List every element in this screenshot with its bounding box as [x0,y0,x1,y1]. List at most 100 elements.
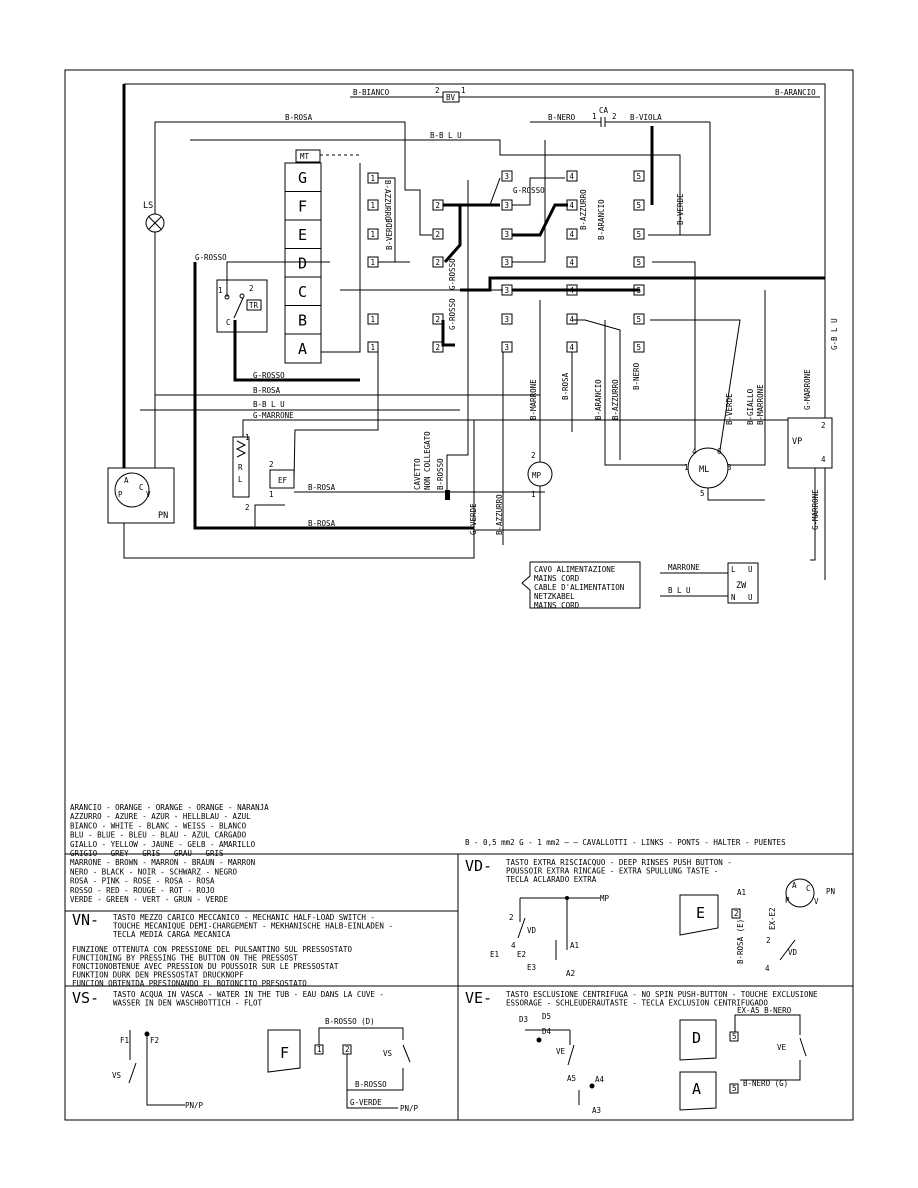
svg-text:VS: VS [112,1071,122,1080]
ve-section [457,985,854,1121]
wire-label-b-rosa-4: B-ROSA [308,519,336,528]
svg-text:E: E [696,904,705,922]
vn-code: VN- [72,911,99,929]
vp-label: VP [792,437,802,447]
svg-text:3: 3 [505,258,510,267]
svg-text:F2: F2 [150,1036,159,1045]
vs-code: VS- [72,989,99,1007]
terminal-2 [432,313,444,325]
svg-text:2: 2 [509,913,514,922]
wire-label-non-collegato: NON COLLEGATO [423,431,432,490]
terminal-3 [501,341,513,353]
wire-label-g-rosso-5: G-ROSSO [253,371,285,380]
svg-text:2: 2 [436,230,441,239]
svg-text:P: P [118,490,123,499]
svg-text:3: 3 [727,463,732,472]
vs-description: TASTO ACQUA IN VASCA - WATER IN THE TUB … [113,990,384,1008]
wire-label-b-nero: B-NERO [548,113,576,122]
svg-text:4: 4 [570,201,575,210]
svg-text:C: C [806,884,811,893]
zw-label: ZW [736,581,747,591]
svg-text:2: 2 [269,460,274,469]
terminal-1 [367,228,379,240]
svg-text:4: 4 [765,964,770,973]
svg-text:1: 1 [371,230,376,239]
terminal-4 [566,313,578,325]
svg-text:1: 1 [245,433,250,442]
svg-text:4: 4 [692,447,697,456]
wire-label-g-rosso-4: G-ROSSO [448,258,457,290]
svg-text:4: 4 [570,343,575,352]
terminal-3 [501,170,513,182]
wire-label-b-blu-2: B-B L U [253,400,285,409]
svg-text:VD: VD [788,948,798,957]
terminal-2 [432,341,444,353]
svg-text:1: 1 [371,258,376,267]
svg-text:D: D [692,1029,701,1047]
wire-label-b-nero-2: B-NERO [632,362,641,390]
svg-text:6: 6 [717,447,722,456]
terminal-4 [566,228,578,240]
bv-label: BV [446,93,456,102]
svg-text:PN: PN [826,887,835,896]
mp-label: MP [532,471,542,480]
svg-text:A: A [792,881,797,890]
vd-description: TASTO EXTRA RISCIACQUO - DEEP RINSES PUS… [506,858,732,884]
wire-label-b-azzurro-2: B-AZZURRO [579,189,588,230]
svg-text:1: 1 [269,490,274,499]
wire-label-blu: B L U [668,586,691,595]
wire-label-b-azzurro-3: B-AZZURRO [611,379,620,420]
terminal-5 [633,228,645,240]
svg-text:D3: D3 [519,1015,528,1024]
ml-label: ML [699,465,709,475]
svg-text:A: A [124,476,129,485]
terminal-1 [367,313,379,325]
svg-text:2: 2 [766,936,771,945]
wire-label-b-verde-1: B-VERDE [385,218,394,250]
svg-text:5: 5 [637,315,642,324]
svg-text:1: 1 [371,201,376,210]
wire-label-b-blu: B-B L U [430,131,462,140]
svg-text:VE: VE [556,1047,566,1056]
svg-text:B-ROSA (E): B-ROSA (E) [736,919,745,964]
svg-text:2: 2 [345,1045,350,1054]
svg-text:C: C [226,318,231,327]
wire-label-g-blu-right: G-B L U [830,318,839,350]
svg-text:2: 2 [436,343,441,352]
ve-schematic: D3 D5 D4 VE A5 A4 A3 D A 5 EX-A5 B-NERO … [519,1006,807,1115]
svg-text:1: 1 [371,343,376,352]
tr-label: TR [249,301,259,310]
vn-description: TASTO MEZZO CARICO MECCANICO - MECHANIC … [113,913,393,939]
terminal-4 [566,170,578,182]
vn-note: FUNZIONE OTTENUTA CON PRESSIONE DEL PULS… [72,945,352,988]
wire-label-b-rosa-3: B-ROSA [308,483,336,492]
svg-text:4: 4 [511,941,516,950]
svg-text:G-VERDE: G-VERDE [350,1098,382,1107]
zw-main-switch [727,562,759,604]
program-step-e: E [298,226,307,244]
terminal-2 [432,256,444,268]
svg-text:2: 2 [436,258,441,267]
svg-text:5: 5 [732,1084,737,1093]
program-step-b: B [298,312,307,330]
svg-text:A4: A4 [595,1075,605,1084]
svg-text:1: 1 [371,315,376,324]
svg-text:4: 4 [570,172,575,181]
svg-text:N: N [731,593,736,602]
wire-label-b-bianco: B-BIANCO [353,88,390,97]
svg-text:C: C [139,483,144,492]
svg-text:F: F [280,1044,289,1062]
svg-text:2: 2 [531,451,536,460]
wire-label-b-viola: B-VIOLA [630,113,662,122]
program-step-d: D [298,255,307,273]
wire-label-b-giallo: B-GIALLO [746,388,755,425]
vd-schematic: MP VD 2 4 E1 E2 E3 A1 A2 E 2 B-ROSA (E) … [490,878,835,978]
wire-label-g-marrone: G-MARRONE [253,411,294,420]
wire-label-b-arancio-3: B-ARANCIO [594,379,603,420]
svg-text:D4: D4 [542,1027,552,1036]
terminal-5 [633,341,645,353]
svg-text:PN/P: PN/P [400,1104,419,1113]
program-step-f: F [298,198,307,216]
